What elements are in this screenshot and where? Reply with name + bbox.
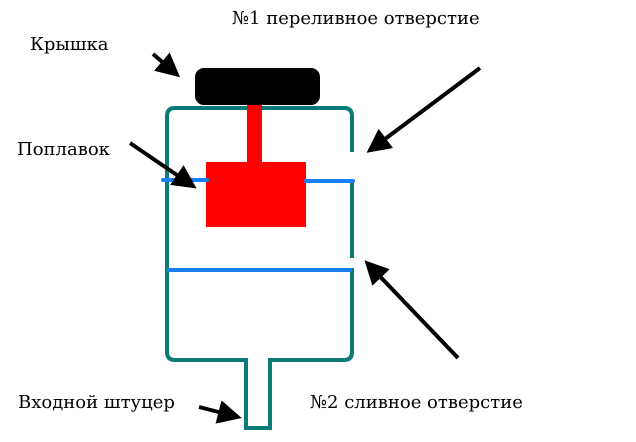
inlet-label: Входной штуцер (18, 392, 175, 413)
lid-label: Крышка (30, 34, 109, 55)
overflow-hole-label: №1 переливное отверстие (232, 8, 480, 29)
inlet-arrow (198, 400, 242, 424)
float (206, 162, 306, 227)
float-rod (247, 105, 262, 163)
drain-hole-arrow (364, 260, 460, 360)
lid (195, 68, 320, 105)
drain-hole-label: №2 сливное отверстие (310, 392, 523, 413)
tank-body (165, 106, 354, 430)
float-label: Поплавок (17, 139, 111, 160)
float-arrow (128, 141, 197, 189)
lid-arrow (151, 52, 181, 78)
overflow-hole-arrow (366, 66, 482, 153)
